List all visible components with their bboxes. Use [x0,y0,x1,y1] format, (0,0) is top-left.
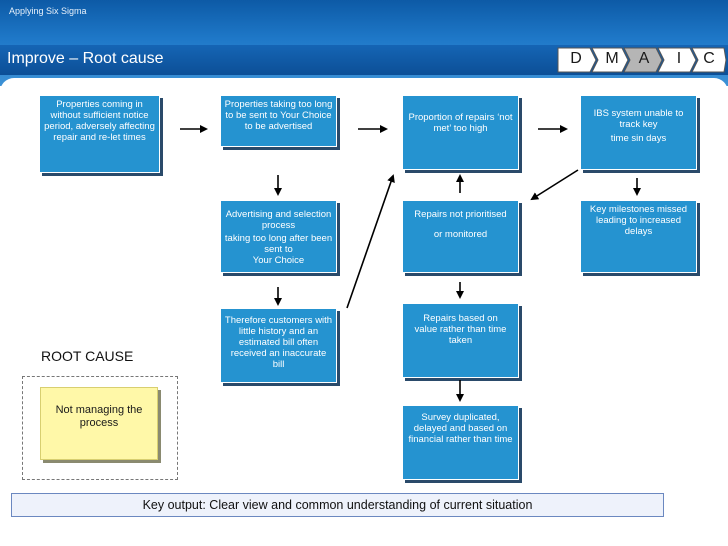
phase-control: C [703,50,715,67]
arrow-therefore-to-proportion [346,174,395,309]
box-text: Repairs not prioritised [414,209,507,220]
key-output-bar: Key output: Clear view and common unders… [11,493,664,517]
box-ibs-system: IBS system unable to track key time sin … [580,95,697,170]
phase-define: D [570,50,582,67]
box-text: Therefore customers with little history … [224,315,333,370]
box-root-cause: Not managing the process [40,387,158,460]
box-therefore-customers: Therefore customers with little history … [220,308,337,383]
box-properties-taking: Properties taking too long to be sent to… [220,95,337,147]
arrow-milestones-to-repairs-not [530,169,579,201]
box-text: Key milestones missed leading to increas… [589,204,688,237]
box-repairs-not-prioritised: Repairs not prioritised or monitored [402,200,519,273]
page-title: Improve – Root cause [7,50,164,67]
dmaic-phase-bar: D M A I C [556,46,728,74]
box-advertising: Advertising and selection process taking… [220,200,337,273]
phase-analyse: A [638,50,650,67]
box-text: Properties coming in without sufficient … [44,99,155,143]
root-cause-label: ROOT CAUSE [41,348,134,364]
box-text: time sin days [610,133,667,144]
box-text: IBS system unable to track key [593,108,684,130]
box-text: Repairs based on value rather than time … [414,313,507,346]
box-survey-duplicated: Survey duplicated, delayed and based on … [402,405,519,480]
phase-measure: M [605,50,619,67]
phase-improve: I [676,50,682,67]
box-key-milestones: Key milestones missed leading to increas… [580,200,697,273]
box-properties-coming: Properties coming in without sufficient … [39,95,160,173]
box-repairs-based: Repairs based on value rather than time … [402,303,519,378]
box-text: Your Choice [252,255,305,266]
box-proportion-repairs: Proportion of repairs ‘not met’ too high [402,95,519,170]
box-text: Advertising and selection process [225,209,332,231]
dmaic-chevrons [557,47,727,73]
box-text: Not managing the process [55,404,143,429]
box-text: taking too long after been sent to [224,233,333,255]
box-text: Survey duplicated, delayed and based on … [408,412,513,445]
box-text: Properties taking too long to be sent to… [224,99,333,132]
root-cause-frame [22,376,178,480]
box-text: Proportion of repairs ‘not met’ too high [408,112,513,134]
box-text: or monitored [433,229,488,240]
slide-subtitle: Applying Six Sigma [9,6,87,16]
